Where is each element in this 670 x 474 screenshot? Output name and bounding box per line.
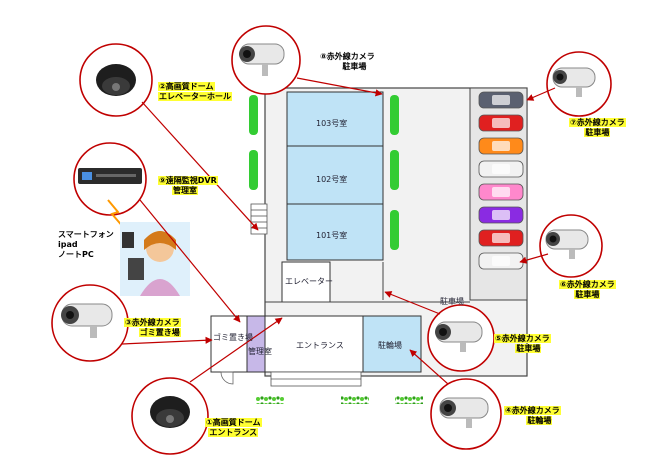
dvr-device-icon — [78, 168, 142, 184]
dvr-label: ⑨遠隔監視DVR 管理室 — [158, 176, 218, 195]
stairs-bottom — [270, 371, 362, 387]
hedge — [390, 210, 399, 250]
bullet-camera-icon — [435, 321, 483, 352]
bicycle-box — [362, 315, 422, 373]
parked-car-icon — [478, 206, 524, 224]
smartphone-user-illustration — [120, 222, 190, 296]
wireless-icon — [107, 199, 125, 229]
arrow-camera-3 — [121, 336, 213, 345]
hedge — [390, 95, 399, 135]
office-box — [246, 315, 266, 373]
arrow-dvr — [139, 199, 241, 323]
arrow-camera-2 — [141, 101, 259, 231]
bullet-camera-icon — [439, 397, 489, 428]
bullet-camera-icon — [61, 303, 113, 338]
arrow-camera-5 — [384, 291, 441, 315]
camera-1-label: ①高画質ドーム エントランス — [205, 418, 262, 437]
hedge — [249, 150, 258, 190]
parking-label: 駐車場 — [440, 297, 464, 306]
bullet-camera-icon — [239, 43, 285, 76]
arrow-camera-4 — [409, 349, 449, 385]
parked-car-icon — [478, 252, 524, 270]
parked-car-icon — [478, 229, 524, 247]
grass — [341, 396, 369, 404]
camera-2-label: ②高画質ドーム エレベーターホール — [158, 82, 232, 101]
arrow-camera-7 — [526, 87, 556, 101]
arrow-camera-8 — [296, 77, 383, 97]
dome-camera-icon — [150, 396, 190, 428]
parked-car-icon — [478, 183, 524, 201]
dome-camera-icon — [96, 64, 136, 96]
bullet-camera-icon — [545, 229, 589, 259]
parked-car-icon — [478, 91, 524, 109]
entrance-box — [264, 315, 364, 373]
room-103 — [286, 91, 384, 147]
room-101-label: 101号室 — [316, 231, 348, 240]
hedge — [390, 150, 399, 190]
elevator-label: エレベーター — [285, 277, 333, 286]
grass — [256, 396, 284, 404]
arrow-camera-6 — [519, 253, 549, 264]
garbage-label: ゴミ置き場 — [213, 333, 253, 342]
parking-cars — [478, 91, 524, 270]
camera-3-label: ③赤外線カメラ ゴミ置き場 — [124, 318, 181, 337]
camera-4-label: ④赤外線カメラ 駐輪場 — [504, 406, 561, 425]
room-101 — [286, 203, 384, 261]
room-103-label: 103号室 — [316, 119, 348, 128]
elevator-box — [281, 261, 331, 303]
hedge — [249, 95, 258, 135]
room-102 — [286, 145, 384, 205]
room-102-label: 102号室 — [316, 175, 348, 184]
devices-label: スマートフォン ipad ノートPC — [58, 230, 114, 259]
bicycle-label: 駐輪場 — [378, 341, 402, 350]
office-label: 管理室 — [248, 347, 272, 356]
door-arc — [220, 371, 234, 385]
camera-8-label: ⑧赤外線カメラ 駐車場 — [320, 52, 375, 71]
entrance-label: エントランス — [296, 341, 344, 350]
bullet-camera-icon — [552, 67, 596, 97]
stairs-top — [250, 203, 268, 235]
grass — [395, 396, 423, 404]
camera-7-label: ⑦赤外線カメラ 駐車場 — [569, 118, 626, 137]
parked-car-icon — [478, 160, 524, 178]
camera-5-label: ⑤赤外線カメラ 駐車場 — [494, 334, 551, 353]
arrow-camera-1 — [189, 317, 283, 383]
parked-car-icon — [478, 114, 524, 132]
parked-car-icon — [478, 137, 524, 155]
camera-6-label: ⑥赤外線カメラ 駐車場 — [559, 280, 616, 299]
